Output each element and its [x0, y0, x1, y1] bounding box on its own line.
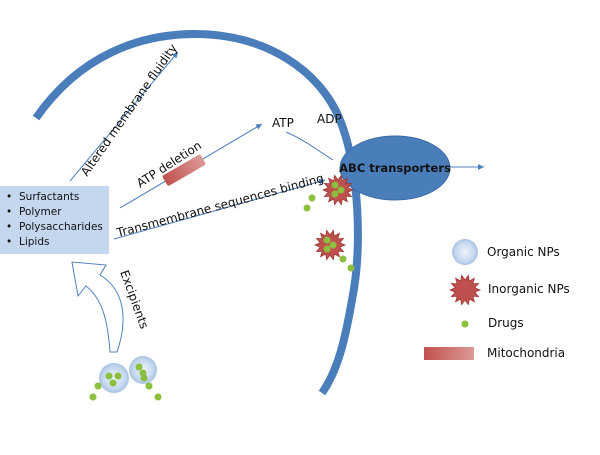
drug-particle: [114, 372, 122, 380]
drug-particle: [323, 236, 331, 244]
excipient-item: •Surfactants: [6, 191, 80, 203]
mitochondria-shape: [162, 154, 206, 186]
drug-particle: [331, 190, 339, 198]
excipients-arrow: [71, 261, 124, 353]
arrow-atp-to-abc: [285, 131, 334, 161]
excipients-list: •Surfactants •Polymer •Polysaccharides •…: [0, 186, 109, 250]
drug-particle: [109, 379, 117, 387]
arrow-membrane-fluidity: [69, 51, 179, 182]
drug-particle: [94, 382, 102, 390]
legend-inorganic-label: Inorganic NPs: [488, 282, 570, 296]
inorganic-np: [321, 174, 355, 206]
excipients-box: •Surfactants •Polymer •Polysaccharides •…: [0, 186, 109, 254]
drug-particle: [347, 264, 355, 272]
organic-np: [99, 363, 129, 393]
drug-particle: [323, 245, 331, 253]
abc-transporter: [339, 135, 451, 201]
drug-particle: [140, 374, 148, 382]
label-atp: ATP: [272, 116, 294, 130]
cell-membrane: [32, 29, 362, 396]
inorganic-np-star: [448, 274, 482, 306]
abc-label: ABC transporters: [339, 161, 451, 175]
excipient-item: •Lipids: [6, 236, 50, 248]
inorganic-np: [448, 274, 482, 306]
drug-particle: [329, 241, 337, 249]
legend-mito-label: Mitochondria: [487, 346, 566, 360]
legend-mitochondria-icon: [424, 347, 474, 360]
excipient-item: •Polymer: [6, 206, 62, 218]
drug-particle: [154, 393, 162, 401]
inorganic-np: [313, 229, 347, 261]
drug-particle: [105, 372, 113, 380]
legend-organic-np-icon: [452, 239, 478, 265]
drug-particle: [331, 181, 339, 189]
legend-drug-icon: [461, 320, 469, 328]
drug-particle: [303, 204, 311, 212]
legend-drugs-label: Drugs: [488, 316, 524, 330]
drug-particle: [135, 363, 143, 371]
excipient-item: •Polysaccharides: [6, 221, 103, 233]
label-adp: ADP: [317, 112, 342, 126]
legend-organic-label: Organic NPs: [487, 245, 560, 259]
arrow-transmembrane: [113, 178, 326, 240]
drug-particle: [308, 194, 316, 202]
drug-particle: [89, 393, 97, 401]
drug-particle: [339, 255, 347, 263]
drug-particle: [337, 186, 345, 194]
drug-particle: [145, 382, 153, 390]
